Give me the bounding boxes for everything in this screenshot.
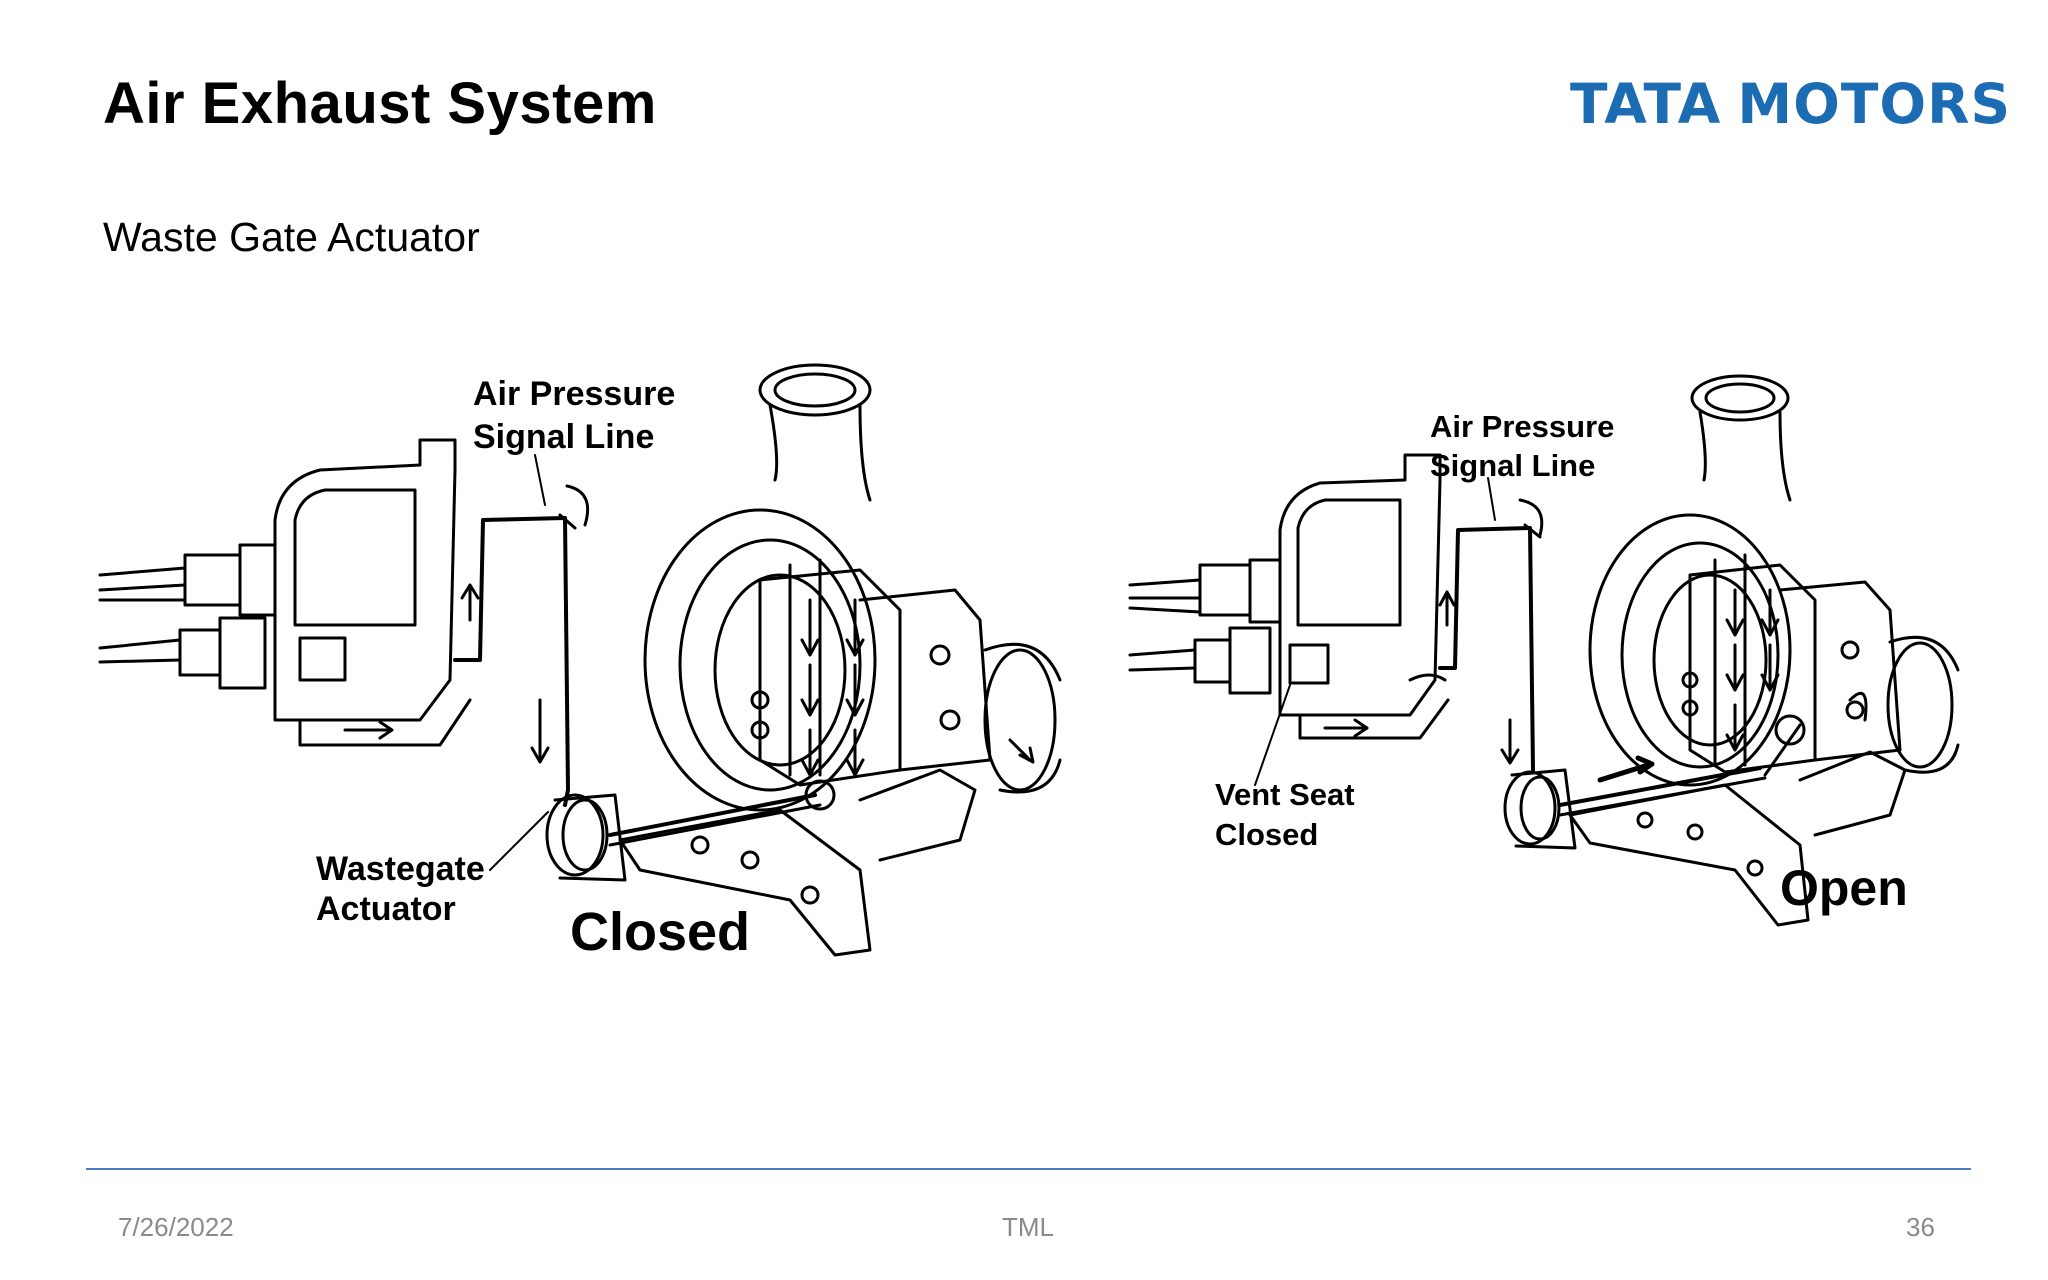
label-signal-line-right-2: Signal Line [1430,448,1595,483]
footer-center-text: TML [1002,1212,1054,1242]
label-wastegate-actuator-1: Wastegate [316,850,485,888]
label-air-pressure-right-1: Air Pressure [1430,409,1614,444]
slide-title: Air Exhaust System [103,71,657,136]
footer-divider [86,1168,1971,1170]
footer-page-number: 36 [1906,1212,1935,1242]
state-open-label: Open [1780,860,1908,916]
turbo-closed-illustration [98,363,1062,957]
state-closed-label: Closed [570,902,750,962]
footer-date: 7/26/2022 [118,1212,234,1242]
logo-word-tata: TATA [1570,72,1722,136]
label-signal-line-left-2: Signal Line [473,418,654,456]
label-vent-seat-2: Closed [1215,817,1318,852]
label-air-pressure-left-1: Air Pressure [473,375,675,413]
slide-subtitle: Waste Gate Actuator [103,214,480,260]
label-wastegate-actuator-2: Actuator [316,890,456,928]
turbo-open-illustration [1128,374,1960,927]
logo-word-motors: MOTORS [1737,72,2012,136]
label-vent-seat-1: Vent Seat [1215,777,1355,812]
